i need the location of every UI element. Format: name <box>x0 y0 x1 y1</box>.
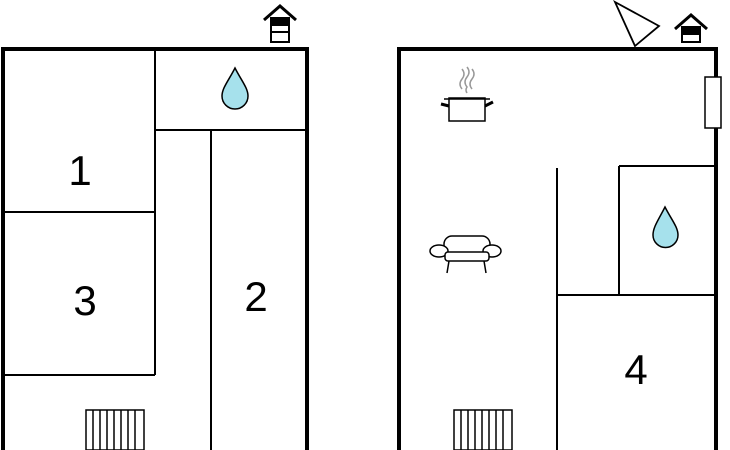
entrance-house-icon <box>263 4 297 43</box>
right-floor-plan: 4 <box>397 0 722 450</box>
water-drop-icon <box>221 66 249 110</box>
water-drop-icon <box>652 205 679 249</box>
entrance-house-icon <box>674 13 708 43</box>
stairs-icon <box>85 409 145 450</box>
cooking-pot-icon <box>440 66 494 122</box>
room-number-1: 1 <box>68 147 91 194</box>
room-number-3: 3 <box>73 277 96 324</box>
sofa-icon <box>429 235 502 274</box>
room-number-2: 2 <box>244 273 267 320</box>
left-floor-plan: 1 3 2 <box>1 4 309 450</box>
north-arrow-icon <box>613 0 661 48</box>
right-outer-wall <box>397 47 718 450</box>
radiator-icon <box>704 76 722 129</box>
stairs-icon <box>453 409 513 450</box>
room-number-4: 4 <box>624 346 647 393</box>
